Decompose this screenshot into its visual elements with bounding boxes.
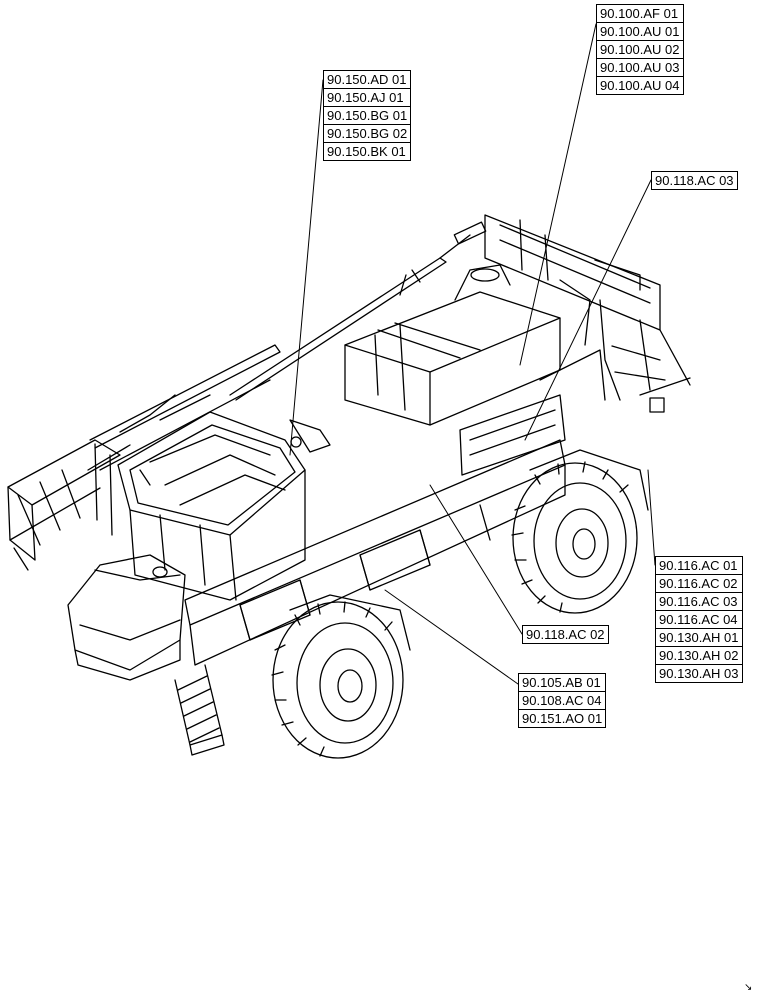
callout-code: 90.100.AU 02: [597, 40, 683, 58]
callout-code: 90.118.AC 02: [526, 627, 605, 642]
callout-code: 90.150.AD 01: [327, 72, 407, 87]
callout-code: 90.150.BG 01: [324, 106, 411, 124]
callout-code: 90.100.AU 04: [597, 76, 683, 94]
callout-code: 90.116.AC 04: [656, 610, 742, 628]
callout-code: 90.118.AC 03: [655, 173, 734, 188]
left-boom: [7, 344, 281, 571]
callout-code: 90.100.AF 01: [600, 6, 679, 21]
callout-code: 90.100.AU 01: [597, 22, 683, 40]
callout-mid-left: 90.150.AD 01 90.150.AJ 01 90.150.BG 01 9…: [323, 70, 412, 161]
callout-code: 90.130.AH 02: [656, 646, 742, 664]
callout-code: 90.116.AC 02: [656, 574, 742, 592]
callout-code: 90.116.AC 01: [659, 558, 738, 573]
callout-ac02: 90.118.AC 02: [522, 625, 609, 644]
callout-code: 90.116.AC 03: [656, 592, 742, 610]
callout-code: 90.108.AC 04: [519, 691, 606, 709]
callout-code: 90.151.AO 01: [519, 709, 606, 727]
rear-frame: [484, 214, 691, 413]
callout-code: 90.150.BG 02: [324, 124, 411, 142]
callout-top-right: 90.100.AF 01 90.100.AU 01 90.100.AU 02 9…: [596, 4, 684, 95]
callout-code: 90.105.AB 01: [522, 675, 601, 690]
corner-arrow-mark: ↘: [744, 982, 753, 993]
callout-code: 90.130.AH 01: [656, 628, 742, 646]
front-wheel: [271, 594, 411, 759]
callout-bottom: 90.105.AB 01 90.108.AC 04 90.151.AO 01: [518, 673, 607, 728]
boom-rail: [229, 221, 487, 401]
callout-ac03: 90.118.AC 03: [651, 171, 738, 190]
leader-lines: [289, 23, 656, 685]
callout-right-stack: 90.116.AC 01 90.116.AC 02 90.116.AC 03 9…: [655, 556, 743, 683]
callout-code: 90.150.BK 01: [324, 142, 411, 160]
engine-hood: [67, 554, 186, 681]
callout-code: 90.100.AU 03: [597, 58, 683, 76]
callout-code: 90.130.AH 03: [656, 664, 742, 682]
callout-code: 90.150.AJ 01: [324, 88, 411, 106]
access-ladder: [174, 664, 225, 756]
main-tank: [344, 264, 561, 426]
cab: [117, 411, 331, 601]
rear-wheel: [511, 449, 649, 614]
